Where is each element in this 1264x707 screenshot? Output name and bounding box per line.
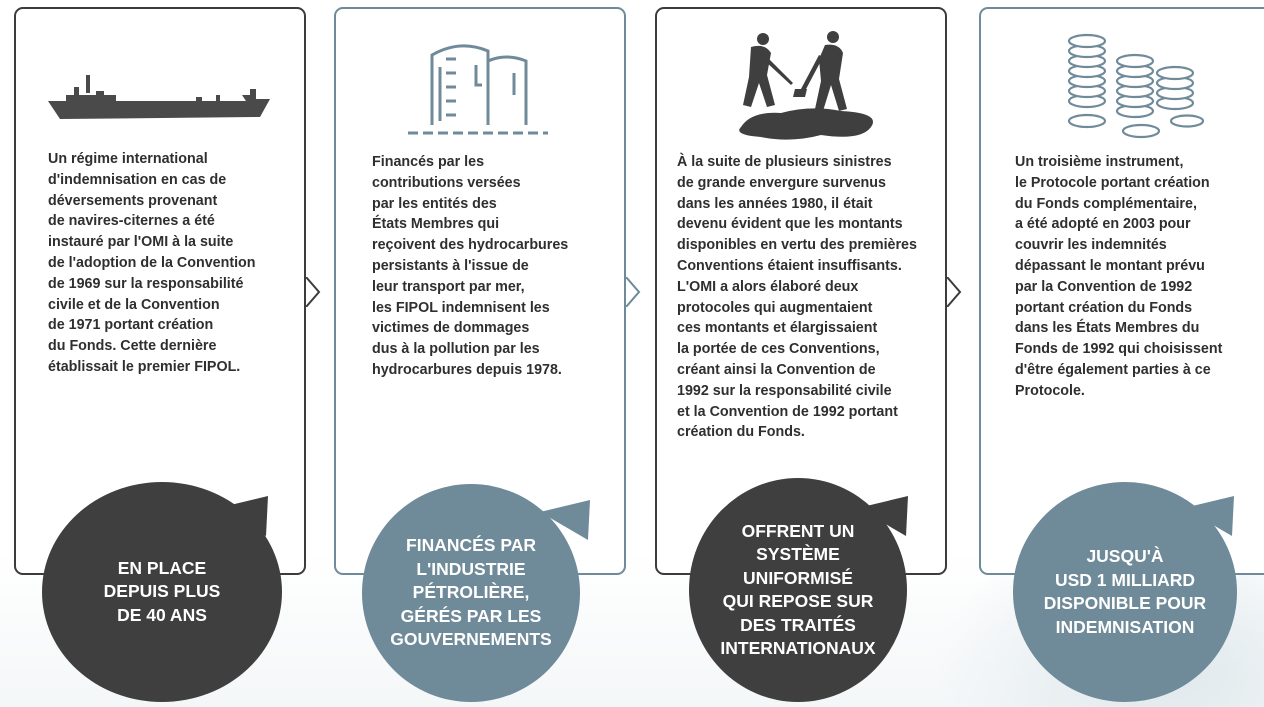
oil-storage-tanks-icon xyxy=(408,44,548,135)
panel-text: Un régime international d'indemnisation … xyxy=(48,151,256,375)
badge-tail xyxy=(1184,496,1234,536)
panel-funding: Financés par les contributions versées p… xyxy=(334,7,626,575)
chevron-right-icon xyxy=(625,277,641,307)
chevron-right-icon xyxy=(305,277,321,307)
panel-history: Un régime international d'indemnisation … xyxy=(14,7,306,575)
badge-circle: OFFRENT UN SYSTÈME UNIFORMISÉ QUI REPOSE… xyxy=(689,478,907,702)
panel-supplementary-fund: Un troisième instrument, le Protocole po… xyxy=(979,7,1264,575)
coin-stacks-icon xyxy=(1067,33,1205,139)
panel-text: Un troisième instrument, le Protocole po… xyxy=(1015,154,1223,399)
badge-tail xyxy=(540,500,590,540)
badge-circle: JUSQU'À USD 1 MILLIARD DISPONIBLE POUR I… xyxy=(1013,482,1237,702)
panel-text: À la suite de plusieurs sinistres de gra… xyxy=(677,154,917,441)
oil-tanker-icon xyxy=(48,75,270,119)
badge-circle: EN PLACE DEPUIS PLUS DE 40 ANS xyxy=(42,482,282,702)
chevron-right-icon xyxy=(946,277,962,307)
badge-circle: FINANCÉS PAR L'INDUSTRIE PÉTROLIÈRE, GÉR… xyxy=(362,484,580,702)
oil-spill-cleanup-icon xyxy=(739,31,873,140)
panel-text: Financés par les contributions versées p… xyxy=(372,154,569,378)
